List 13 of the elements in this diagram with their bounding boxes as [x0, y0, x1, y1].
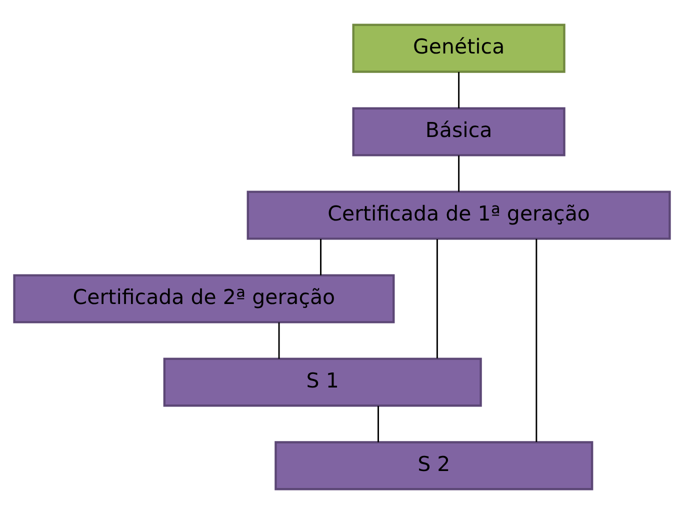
connector [278, 322, 280, 359]
connector [458, 155, 460, 192]
node-box: S 1 [163, 358, 482, 407]
node-box: Básica [352, 107, 566, 156]
node-box: Certificada de 2ª geração [13, 274, 395, 324]
connector [536, 238, 538, 442]
node-box: S 2 [274, 441, 594, 490]
connector [458, 72, 460, 108]
connector [320, 238, 322, 276]
node-box: Certificada de 1ª geração [246, 190, 671, 240]
connector [436, 239, 438, 358]
node-box: Genética [352, 24, 566, 73]
connector [378, 406, 379, 442]
